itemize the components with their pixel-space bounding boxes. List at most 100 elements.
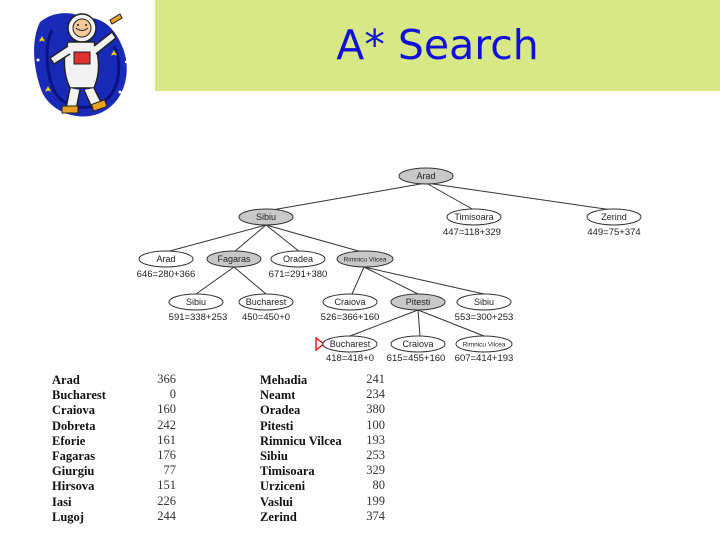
h-value: 374 [366, 508, 385, 523]
city-name: Iasi [52, 494, 72, 509]
node-label: Sibiu [256, 212, 276, 222]
h-value: 199 [366, 493, 385, 508]
city-name: Pitesti [260, 418, 294, 433]
h-value: 366 [157, 372, 176, 386]
node-eval: 553=300+253 [455, 312, 514, 323]
astronaut-logo-icon [32, 13, 128, 117]
city-name: Vaslui [260, 494, 293, 509]
tree-node-craiova: Craiova 526=366+160 [321, 293, 380, 323]
city-name: Craiova [52, 403, 96, 418]
node-eval: 449=75+374 [587, 227, 640, 238]
node-label: Oradea [283, 254, 313, 264]
node-label: Arad [156, 254, 175, 264]
city-name: Arad [52, 373, 80, 387]
node-label: Pitesti [406, 297, 431, 307]
table-row: Arad 366 [52, 372, 177, 387]
node-eval: 615=455+160 [387, 353, 446, 364]
h-value: 253 [366, 447, 385, 462]
table-row: Craiova 160 [52, 402, 177, 417]
tree-node-bucharest: Bucharest 418=418+0 [322, 335, 378, 364]
node-label: Craiova [334, 297, 365, 307]
city-name: Lugoj [52, 509, 84, 524]
city-name: Sibiu [260, 448, 288, 463]
city-name: Eforie [52, 433, 86, 448]
tree-node-pitesti: Pitesti [390, 293, 446, 311]
h-value: 329 [366, 463, 385, 478]
node-eval: 607=414+193 [455, 353, 514, 364]
city-name: Hirsova [52, 479, 95, 494]
h-value: 226 [157, 493, 176, 508]
slide-title: A* Search [336, 21, 539, 69]
city-name: Fagaras [52, 448, 96, 463]
node-eval: 450=450+0 [242, 312, 290, 323]
city-name: Neamt [260, 388, 296, 403]
node-label: Craiova [402, 339, 433, 349]
tree-node-rimnicu-vilcea: Rimnicu Vilcea 607=414+193 [455, 335, 514, 364]
node-eval: 526=366+160 [321, 312, 380, 323]
city-name: Rimnicu Vilcea [260, 433, 342, 448]
h-value: 80 [372, 478, 386, 493]
table-row: Sibiu 253 [260, 448, 386, 463]
h-value: 77 [163, 463, 177, 478]
table-row: Fagaras 176 [52, 448, 177, 463]
city-name: Mehadia [260, 373, 308, 387]
tree-node-sibiu: Sibiu 591=338+253 [168, 293, 227, 323]
tree-node-bucharest: Bucharest 450=450+0 [238, 293, 294, 323]
h-value: 242 [157, 417, 176, 432]
h-value: 244 [157, 508, 176, 523]
table-row: Oradea 380 [260, 402, 386, 417]
city-name: Bucharest [52, 388, 106, 403]
h-value: 380 [366, 402, 385, 417]
h-value: 193 [366, 432, 385, 447]
node-label: Sibiu [186, 297, 206, 307]
table-row: Bucharest 0 [52, 387, 177, 402]
node-label: Fagaras [217, 254, 251, 264]
tree-node-fagaras: Fagaras [206, 250, 262, 268]
table-row: Urziceni 80 [260, 478, 386, 493]
table-row: Lugoj 244 [52, 509, 177, 524]
table-row: Eforie 161 [52, 433, 177, 448]
table-row: Timisoara 329 [260, 463, 386, 478]
city-name: Dobreta [52, 418, 96, 433]
table-row: Giurgiu 77 [52, 463, 177, 478]
table-row: Dobreta 242 [52, 418, 177, 433]
node-label: Zerind [601, 212, 627, 222]
city-name: Giurgiu [52, 464, 95, 479]
title-bar: A* Search [155, 0, 720, 91]
tree-node-timisoara: Timisoara 447=118+329 [443, 208, 502, 238]
node-label: Bucharest [330, 339, 371, 349]
node-label: Timisoara [454, 212, 493, 222]
tree-node-rimnicu-vilcea: Rimnicu Vilcea [336, 250, 394, 268]
city-name: Oradea [260, 403, 301, 418]
tree-node-oradea: Oradea 671=291+380 [269, 250, 328, 280]
tree-node-sibiu: Sibiu [238, 208, 294, 226]
h-value: 161 [157, 432, 176, 447]
node-eval: 447=118+329 [443, 227, 501, 238]
city-name: Zerind [260, 509, 297, 524]
node-label: Rimnicu Vilcea [463, 342, 506, 349]
heuristic-table-left: Arad 366 Bucharest 0 Craiova 160 Dobreta 242… [52, 372, 177, 524]
h-value: 151 [157, 478, 176, 493]
node-label: Sibiu [474, 297, 494, 307]
node-eval: 418=418+0 [326, 353, 374, 364]
node-label: Arad [416, 171, 435, 181]
tree-node-arad: Arad 646=280+366 [137, 250, 195, 280]
h-value: 234 [366, 387, 385, 402]
node-label: Rimnicu Vilcea [344, 257, 387, 264]
h-value: 176 [157, 447, 176, 462]
table-row: Iasi 226 [52, 494, 177, 509]
goal-marker-icon [315, 336, 326, 352]
city-name: Urziceni [260, 479, 306, 494]
table-row: Vaslui 199 [260, 494, 386, 509]
table-row: Rimnicu Vilcea 193 [260, 433, 386, 448]
city-name: Timisoara [260, 464, 315, 479]
h-value: 0 [169, 387, 176, 402]
node-label: Bucharest [246, 297, 287, 307]
h-value: 160 [157, 402, 176, 417]
table-row: Hirsova 151 [52, 478, 177, 493]
node-eval: 671=291+380 [269, 269, 328, 280]
tree-node-sibiu: Sibiu 553=300+253 [455, 293, 514, 323]
